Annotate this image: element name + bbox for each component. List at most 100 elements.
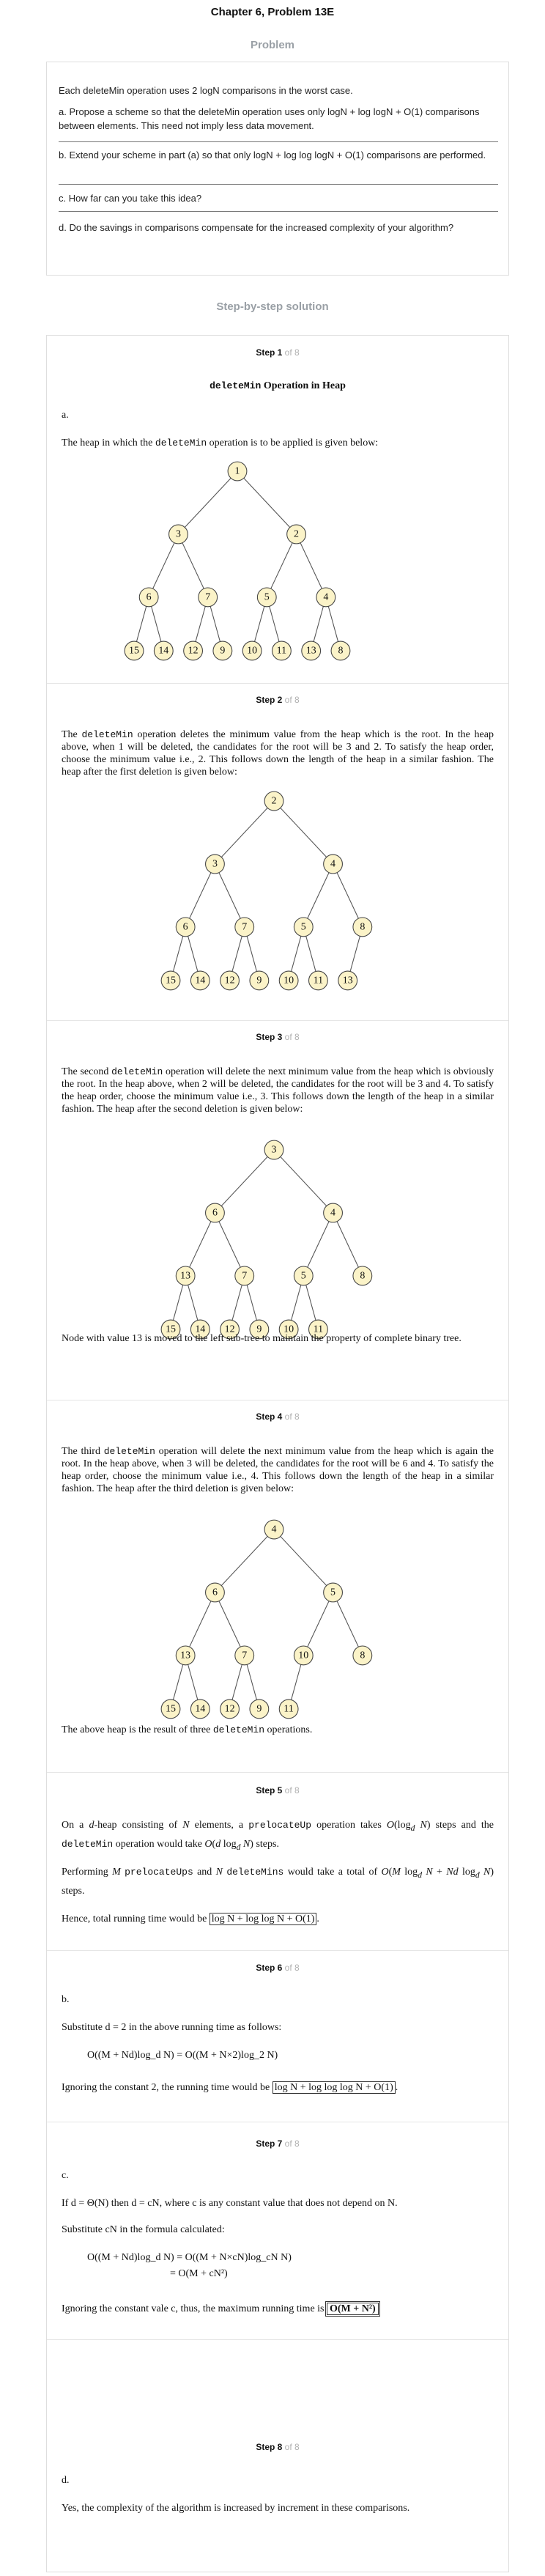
heap-node: 6 [205,1582,225,1603]
step-1-label: Step 1 of 8 [256,347,300,358]
heap-edge [148,534,179,598]
step-1-heading: deleteMin Operation in Heap [210,380,346,391]
heap-node: 7 [198,587,218,608]
heap-node-value: 5 [301,1270,306,1281]
heap-node: 10 [278,970,299,991]
heap-node: 11 [308,1319,328,1340]
divider [47,683,508,684]
problem-part-a: a. Propose a scheme so that the deleteMi… [59,106,480,131]
step-7-result: O(M + N²) [325,2301,380,2317]
step-7-para-1: If d = Θ(N) then d = cN, where c is any … [62,2198,398,2209]
heap-edge [296,534,327,598]
heap-node: 12 [220,970,240,991]
heap-node-value: 15 [166,975,176,986]
heap-node-value: 4 [330,858,335,869]
heap-node-value: 13 [180,1270,190,1281]
heap-node: 2 [264,791,284,811]
heap-node-value: 9 [256,1703,262,1714]
divider [47,2339,508,2340]
heap-node: 4 [264,1519,284,1540]
heap-node-value: 13 [306,645,316,656]
heap-node: 14 [190,1319,210,1340]
heap-node: 5 [293,1266,314,1286]
step-5-para-3: Hence, total running time would be log N… [62,1913,319,1925]
heap-edge [214,1212,245,1277]
step-8-part: d. [62,2475,70,2486]
heap-node: 5 [293,917,314,937]
problem-box: Each deleteMin operation uses 2 logN com… [46,62,509,276]
heap-node: 3 [264,1140,284,1160]
heap-node-value: 6 [212,1207,218,1218]
step-7-label: Step 7 of 8 [256,2138,300,2149]
heap-node-value: 10 [283,975,294,986]
heap-node: 14 [190,970,210,991]
heap-edge [266,534,297,598]
heap-edge [215,800,275,865]
heap-node: 4 [323,1203,343,1223]
step-6-para-2: Ignoring the constant 2, the running tim… [62,2081,398,2094]
heap-node: 12 [220,1319,240,1340]
heap-node: 13 [301,641,322,661]
heap-node-value: 13 [180,1650,190,1661]
heap-node-value: 10 [247,645,257,656]
heap-node-value: 7 [242,1650,247,1661]
step-1-part: a. [62,410,69,421]
step-3-label: Step 3 of 8 [256,1032,300,1042]
heap-node-value: 7 [242,1270,247,1281]
solution-box: Step 1 of 8 deleteMin Operation in Heap … [46,335,509,2572]
heap-node: 15 [124,641,144,661]
step-7-equation-1: O((M + Nd)log_d N) = O((M + N×cN)log_cN … [87,2252,292,2263]
heap-node-value: 15 [129,645,139,656]
heap-node: 10 [278,1319,299,1340]
heap-node: 3 [168,524,188,545]
problem-part-c: c. How far can you take this idea? [59,193,202,204]
heap-node-value: 11 [277,645,286,656]
heap-node-value: 4 [323,591,328,602]
divider [59,184,498,185]
heap-node: 10 [242,641,262,661]
heap-node-value: 10 [298,1650,308,1661]
heap-node-value: 2 [272,796,277,807]
step-7-part: c. [62,2170,69,2181]
heap-node-value: 8 [360,1650,365,1661]
heap-edge [185,1212,215,1277]
heap-node: 9 [212,641,233,661]
problem-header: Problem [250,39,294,51]
step-4-label: Step 4 of 8 [256,1411,300,1422]
heap-node-value: 14 [195,1324,205,1335]
step-6-label: Step 6 of 8 [256,1963,300,1973]
step-4-text: The third deleteMin operation will delet… [62,1446,494,1494]
problem-part-d: d. Do the savings in comparisons compens… [59,222,454,233]
heap-node: 7 [234,1645,255,1666]
heap-node: 6 [205,1203,225,1223]
heap-node-value: 9 [256,1324,262,1335]
heap-edge [185,863,215,928]
divider [59,211,498,212]
heap-node-value: 11 [314,1324,323,1335]
heap-edge [237,470,297,535]
heap-node: 15 [160,970,181,991]
heap-node: 11 [271,641,292,661]
heap-node: 8 [352,917,373,937]
heap-node: 14 [153,641,174,661]
step-5-label: Step 5 of 8 [256,1785,300,1796]
heap-node: 5 [256,587,277,608]
heap-node-value: 15 [166,1324,176,1335]
page-title: Chapter 6, Problem 13E [210,6,335,18]
step-5-para-1: On a d-heap consisting of N elements, a … [62,1820,494,1852]
heap-node-value: 4 [272,1524,277,1535]
solution-header: Step-by-step solution [216,300,329,313]
heap-node-value: 1 [235,466,240,477]
step-6-equation: O((M + Nd)log_d N) = O((M + N×2)log_2 N) [87,2050,278,2061]
heap-node: 13 [338,970,358,991]
heap-edge [273,1149,333,1214]
heap-node-value: 7 [205,591,210,602]
heap-node: 15 [160,1699,181,1719]
heap-node: 4 [323,854,343,874]
heap-node: 2 [286,524,306,545]
heap-edge [178,470,238,535]
